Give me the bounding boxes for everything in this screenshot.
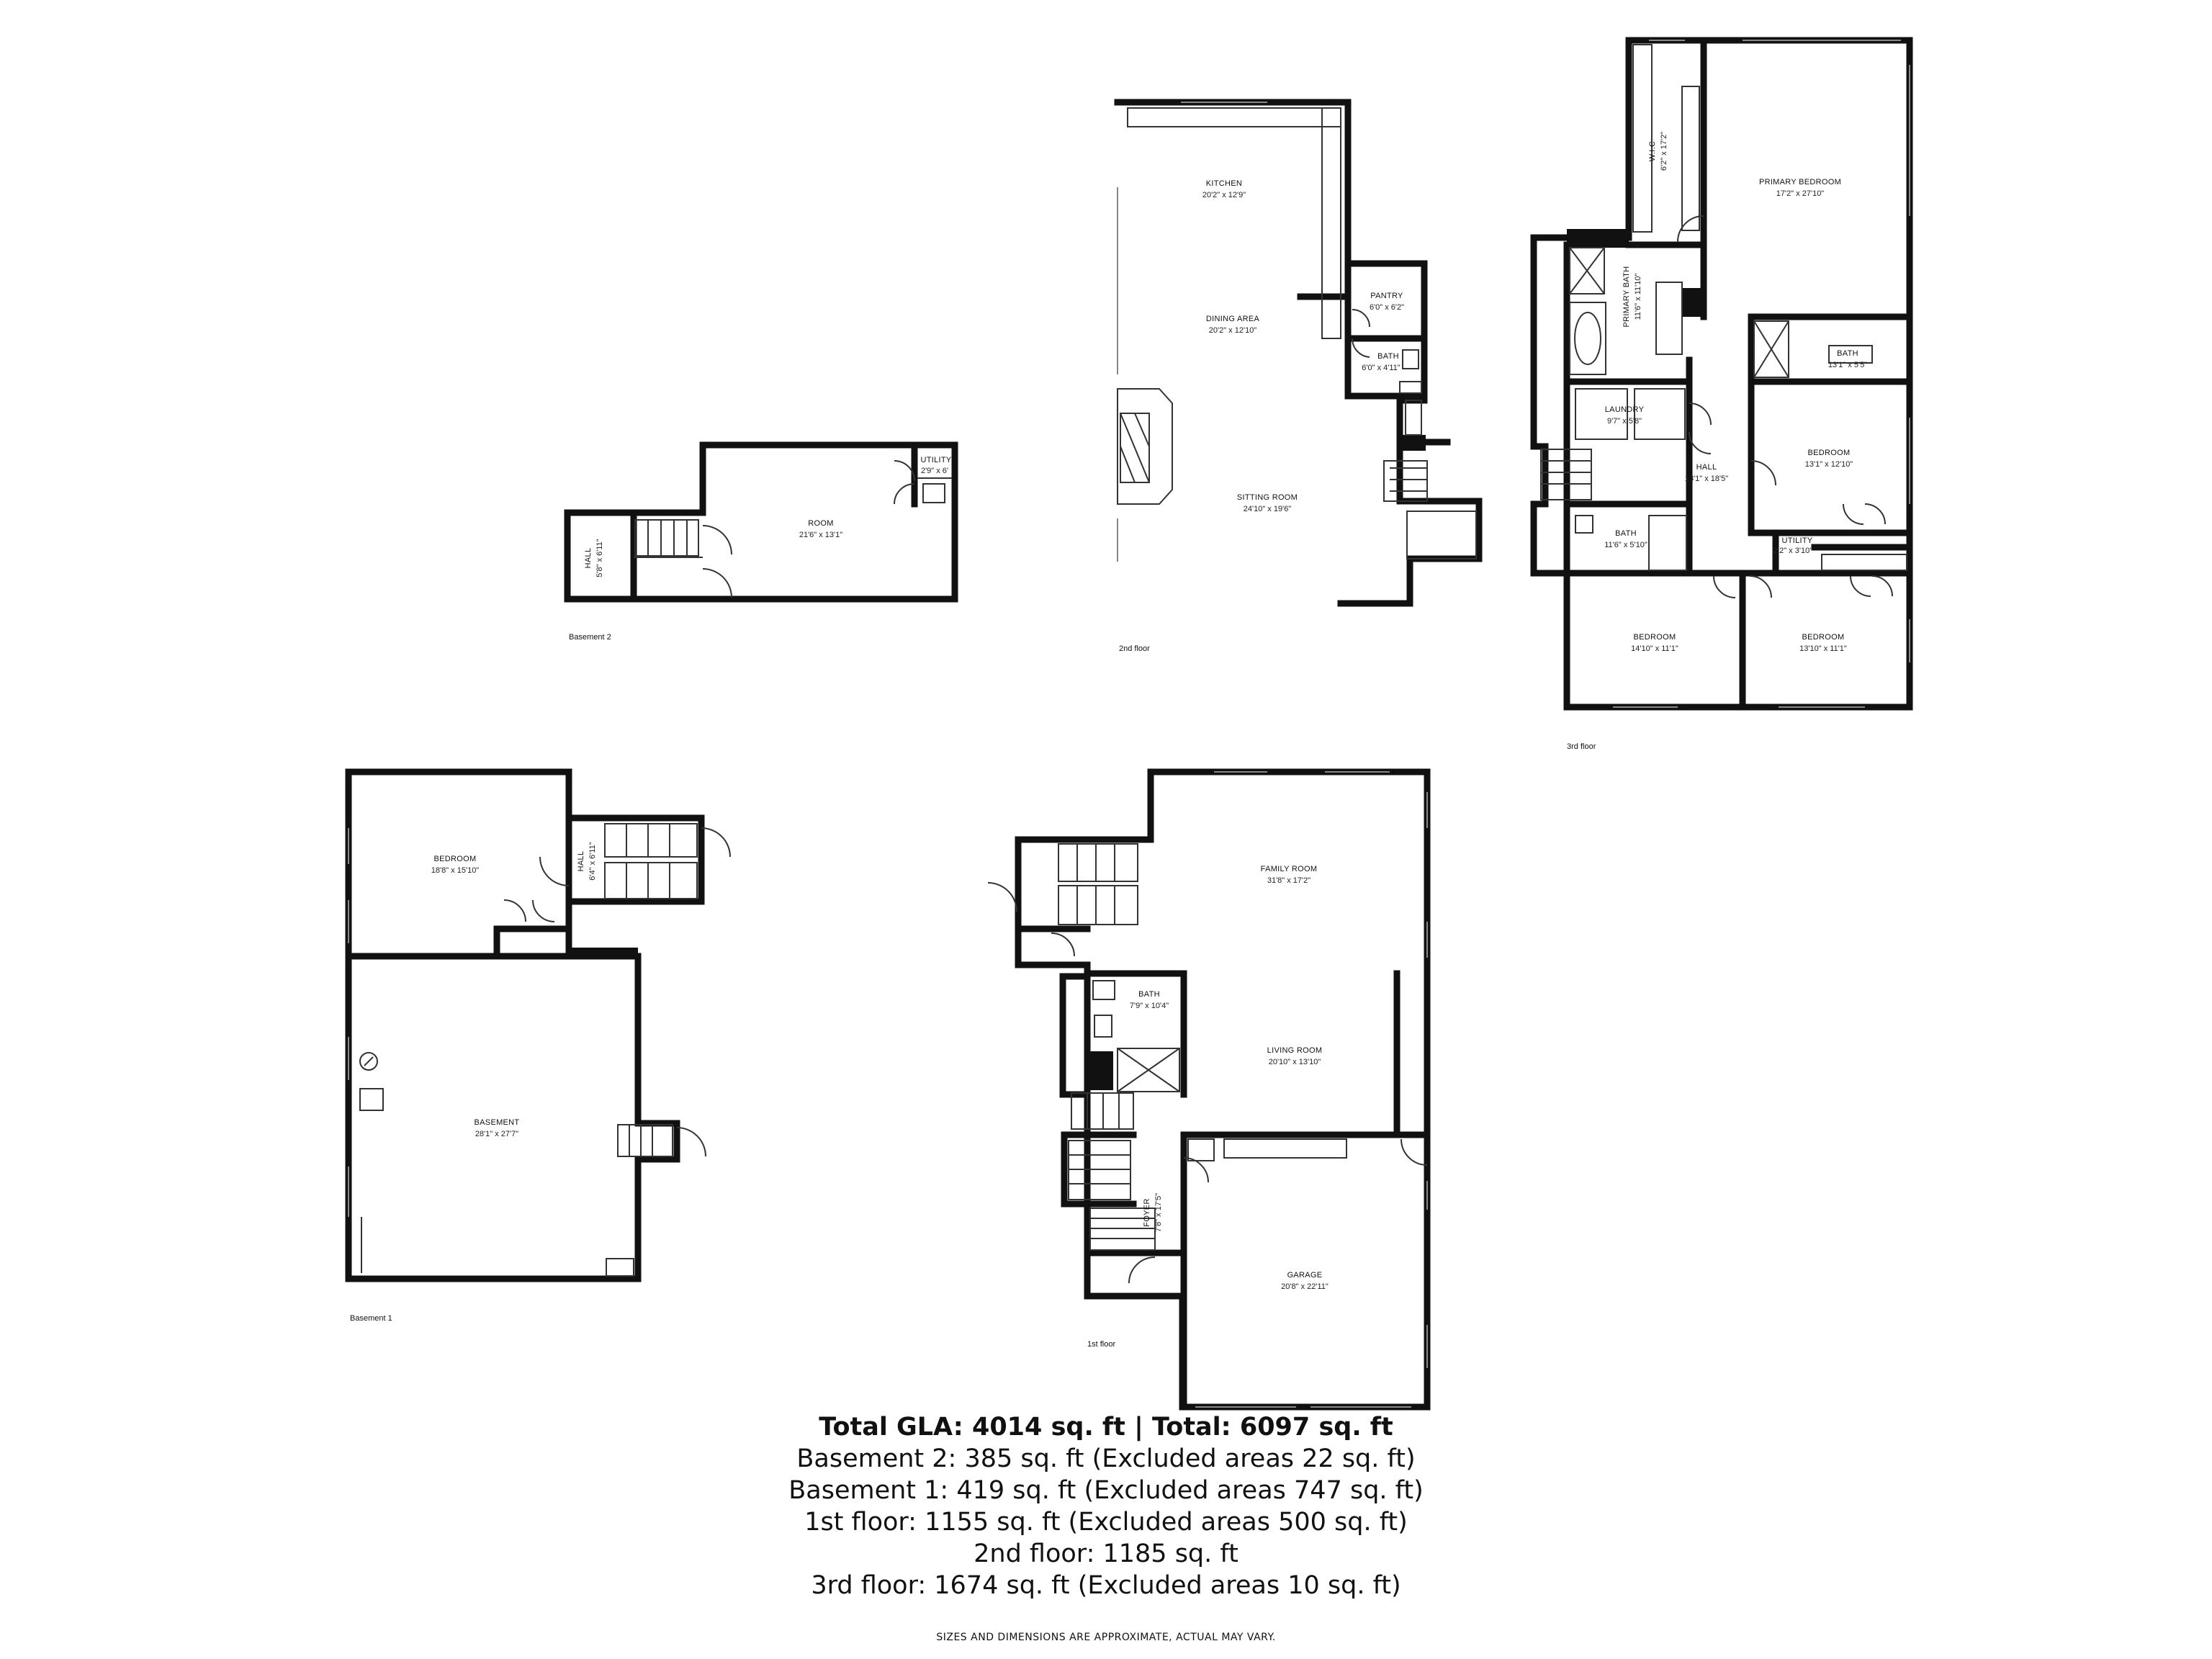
floor-label-basement1: Basement 1 [350, 1314, 392, 1323]
kitchen-dims: 20'2" x 12'9" [1202, 191, 1246, 199]
bath-dims-floor3-a: 13'1" x 5'5" [1828, 361, 1867, 369]
bedroom-label-floor3-b: BEDROOM [1634, 633, 1676, 642]
hall-dims-floor3: 13'1" x 18'5" [1685, 475, 1728, 483]
family-room-dims: 31'8" x 17'2" [1267, 876, 1310, 885]
bedroom-dims-floor3-a: 13'1" x 12'10" [1805, 460, 1853, 469]
primary-bath-label: PRIMARY BATH [1622, 266, 1631, 328]
floor-label-2nd: 2nd floor [1119, 644, 1150, 653]
sitting-room-dims: 24'10" x 19'6" [1244, 505, 1292, 513]
foyer-label: FOYER [1143, 1198, 1151, 1226]
utility-dims-basement2: 2'9" x 6' [921, 467, 948, 475]
basement-1-plan: BEDROOM 18'8" x 15'10" HALL 6'4" x 6'11"… [345, 768, 731, 1323]
pantry-label: PANTRY [1370, 292, 1403, 300]
bedroom-label-floor3-a: BEDROOM [1808, 449, 1851, 457]
bath-dims-floor3-b: 11'6" x 5'10" [1604, 541, 1647, 549]
living-room-label: LIVING ROOM [1267, 1046, 1323, 1055]
wic-dims: 6'2" x 17'2" [1660, 132, 1668, 171]
second-floor-plan: KITCHEN 20'2" x 12'9" DINING AREA 20'2" … [1114, 99, 1483, 653]
utility-dims-floor3: 2'2" x 3'10" [1773, 547, 1812, 555]
hall-dims-basement2: 5'8" x 6'11" [595, 539, 604, 577]
primary-bath-dims: 11'6" x 11'10" [1634, 274, 1642, 320]
hall-label-floor3: HALL [1696, 463, 1717, 472]
primary-bedroom-label: PRIMARY BEDROOM [1759, 178, 1841, 186]
pantry-dims: 6'0" x 6'2" [1370, 303, 1404, 312]
room-dims-basement2: 21'6" x 13'1" [799, 531, 842, 539]
bedroom-dims-floor3-b: 14'10" x 11'1" [1631, 644, 1678, 653]
area-line-3rd-floor: 3rd floor: 1674 sq. ft (Excluded areas 1… [811, 1571, 1401, 1600]
dining-area-label: DINING AREA [1206, 315, 1260, 323]
first-floor-plan: FAMILY ROOM 31'8" x 17'2" BATH 7'9" x 10… [987, 768, 1431, 1411]
foyer-dims: 7'8" x 17'5" [1154, 1193, 1163, 1232]
disclaimer: SIZES AND DIMENSIONS ARE APPROXIMATE, AC… [936, 1632, 1276, 1643]
bath-label-floor3-b: BATH [1615, 529, 1637, 538]
bath-dims-floor2: 6'0" x 4'11" [1362, 364, 1400, 372]
bath-label-floor2: BATH [1377, 352, 1399, 361]
hall-label-basement1: HALL [577, 851, 585, 872]
area-line-basement1: Basement 1: 419 sq. ft (Excluded areas 7… [788, 1476, 1424, 1505]
laundry-label: LAUNDRY [1605, 405, 1645, 414]
bath-label-floor1: BATH [1138, 990, 1160, 999]
primary-bedroom-dims: 17'2" x 27'10" [1776, 189, 1825, 198]
floor-label-3rd: 3rd floor [1567, 742, 1596, 751]
area-line-1st-floor: 1st floor: 1155 sq. ft (Excluded areas 5… [804, 1508, 1408, 1537]
basement-dims: 28'1" x 27'7" [475, 1130, 518, 1138]
third-floor-plan: W.I.C 6'2" x 17'2" PRIMARY BEDROOM 17'2"… [1530, 37, 1913, 751]
garage-label: GARAGE [1287, 1271, 1323, 1280]
family-room-label: FAMILY ROOM [1261, 865, 1318, 873]
area-line-2nd-floor: 2nd floor: 1185 sq. ft [974, 1539, 1238, 1568]
bedroom-dims-basement1: 18'8" x 15'10" [431, 866, 480, 875]
floor-label-1st: 1st floor [1087, 1340, 1115, 1349]
bedroom-dims-floor3-c: 13'10" x 11'1" [1799, 644, 1847, 653]
hall-dims-basement1: 6'4" x 6'11" [588, 842, 597, 880]
area-summary: Total GLA: 4014 sq. ft | Total: 6097 sq.… [674, 1411, 1538, 1601]
kitchen-label: KITCHEN [1206, 179, 1242, 188]
room-label-basement2: ROOM [808, 519, 833, 528]
hall-label-basement2: HALL [584, 548, 593, 569]
dining-area-dims: 20'2" x 12'10" [1209, 326, 1257, 335]
basement-2-plan: HALL 5'8" x 6'11" ROOM 21'6" x 13'1" UTI… [564, 441, 958, 642]
bath-label-floor3-a: BATH [1837, 349, 1858, 358]
utility-label-basement2: UTILITY [920, 456, 951, 464]
bedroom-label-basement1: BEDROOM [434, 855, 477, 863]
basement-label: BASEMENT [475, 1118, 520, 1127]
bath-dims-floor1: 7'9" x 10'4" [1130, 1002, 1169, 1010]
utility-label-floor3: UTILITY [1781, 536, 1812, 545]
total-area: Total GLA: 4014 sq. ft | Total: 6097 sq.… [819, 1413, 1393, 1442]
living-room-dims: 20'10" x 13'10" [1269, 1058, 1321, 1066]
sitting-room-label: SITTING ROOM [1237, 493, 1298, 502]
area-line-basement2: Basement 2: 385 sq. ft (Excluded areas 2… [796, 1444, 1416, 1473]
wic-label: W.I.C [1648, 141, 1657, 161]
floor-plan-drawing: HALL 5'8" x 6'11" ROOM 21'6" x 13'1" UTI… [345, 37, 1913, 1411]
bedroom-label-floor3-c: BEDROOM [1802, 633, 1845, 642]
floor-label-basement2: Basement 2 [569, 633, 611, 642]
laundry-dims: 9'7" x 5'8" [1607, 417, 1642, 426]
garage-dims: 20'8" x 22'11" [1281, 1282, 1328, 1291]
